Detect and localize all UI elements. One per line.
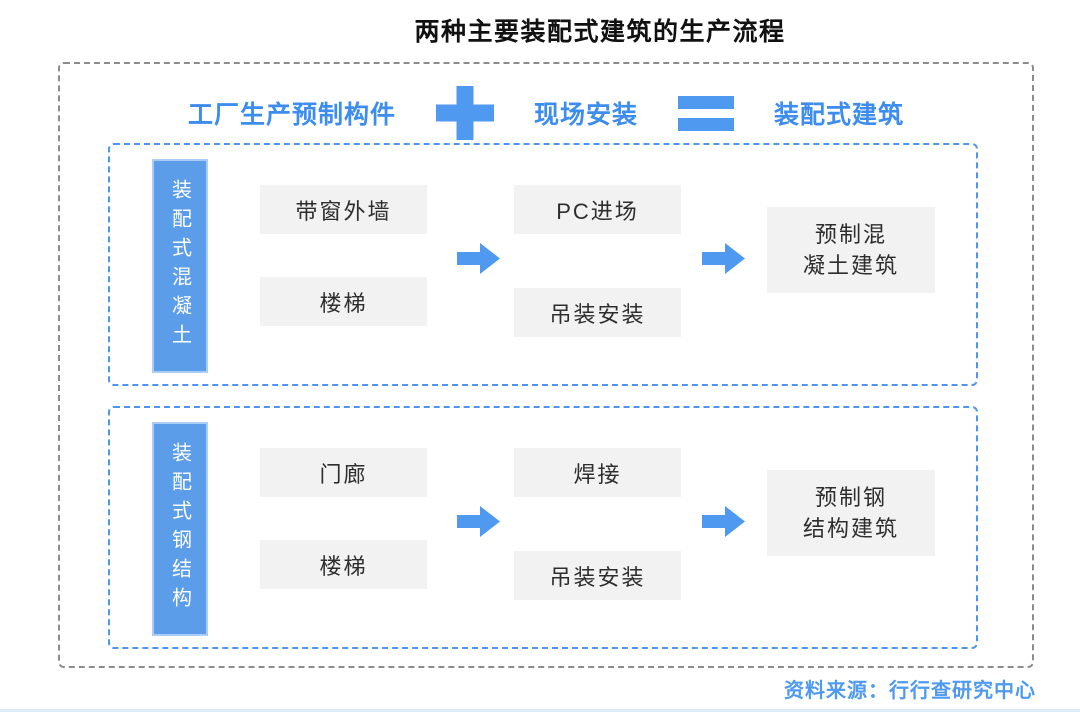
step-box: PC进场 — [514, 185, 681, 234]
bottom-divider — [0, 709, 1080, 712]
equals-icon — [678, 95, 734, 131]
right-arrow-icon — [702, 243, 745, 274]
component-box: 带窗外墙 — [260, 185, 427, 234]
right-arrow-icon — [457, 506, 500, 537]
result-box: 预制钢 结构建筑 — [767, 470, 935, 556]
component-box: 楼梯 — [260, 540, 427, 589]
result-line: 结构建筑 — [802, 516, 899, 541]
result-line: 预制钢 — [814, 485, 887, 510]
formula-result-label: 装配式建筑 — [774, 101, 905, 129]
section-steel-label: 装配式钢结构 — [152, 422, 208, 636]
right-arrow-icon — [457, 243, 500, 274]
formula-factory-label: 工厂生产预制构件 — [187, 101, 396, 129]
section-concrete: 装配式混凝土 带窗外墙 楼梯 PC进场 吊装安装 预制混 凝土建筑 — [108, 143, 978, 386]
plus-icon — [435, 86, 494, 140]
outer-frame: 工厂生产预制构件 现场安装 装配式建筑 — [58, 62, 1034, 668]
result-box: 预制混 凝土建筑 — [767, 207, 935, 293]
right-arrow-icon — [702, 506, 745, 537]
step-box: 焊接 — [514, 448, 681, 497]
step-box: 吊装安装 — [514, 288, 681, 337]
result-line: 预制混 — [814, 222, 887, 247]
section-steel: 装配式钢结构 门廊 楼梯 焊接 吊装安装 预制钢 结构建筑 — [108, 406, 978, 649]
formula-row: 工厂生产预制构件 现场安装 装配式建筑 — [60, 64, 1032, 140]
step-box: 吊装安装 — [514, 551, 681, 600]
source-note: 资料来源：行行查研究中心 — [784, 680, 1036, 702]
component-box: 门廊 — [260, 448, 427, 497]
component-box: 楼梯 — [260, 277, 427, 326]
result-line: 凝土建筑 — [802, 253, 899, 278]
formula-site-label: 现场安装 — [533, 101, 638, 129]
page-title: 两种主要装配式建筑的生产流程 — [414, 18, 786, 46]
section-concrete-label: 装配式混凝土 — [152, 159, 208, 373]
